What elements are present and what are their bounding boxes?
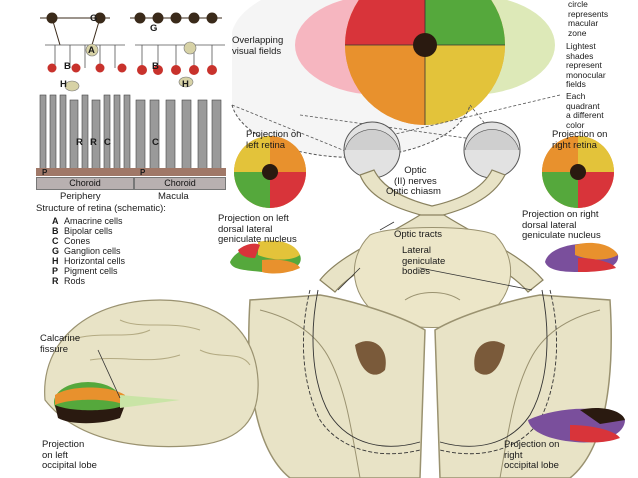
pigment-layer-left (36, 168, 134, 176)
retina-structure-title: Structure of retina (schematic): (36, 203, 166, 214)
retina-letter-h-left: H (60, 79, 67, 90)
bipolar-layer (45, 44, 225, 68)
right-occipital-projection (528, 408, 625, 443)
calcarine-fissure-label: Calcarine fissure (40, 333, 81, 355)
retina-letter-p-right: P (140, 168, 146, 177)
photoreceptors (39, 94, 222, 171)
optic-chiasm-label: Optic chiasm (386, 186, 441, 197)
optic-tracts-label: Optic tracts (394, 229, 443, 240)
retina-letter-r2: R (90, 137, 97, 148)
retina-letter-g-right: G (150, 23, 158, 34)
lateral-geniculate-bodies-label: Lateral geniculate bodies (402, 245, 446, 277)
retina-letter-p-left: P (42, 168, 48, 177)
retina-letter-c-right: C (152, 137, 159, 148)
horizontal-cells (64, 76, 194, 92)
projection-left-lgn-label: Projection on left dorsal lateral genicu… (218, 213, 297, 245)
retina-schematic (36, 12, 226, 176)
quadrant-color-note: Each quadrant a different color (566, 91, 604, 130)
overlapping-visual-fields-label: Overlapping visual fields (232, 35, 284, 57)
projection-right-lgn-label: Projection on right dorsal lateral genic… (522, 209, 601, 241)
projection-right-occipital-label: Projection on right occipital lobe (504, 439, 560, 471)
lateral-brain-view (44, 299, 259, 448)
lower-left-quadrant (345, 45, 425, 125)
retina-letter-g-left: G (90, 13, 98, 24)
pigment-layer-right (134, 168, 226, 176)
macular-circle-note: circle represents macular zone (568, 0, 609, 38)
right-retina-projection (542, 136, 614, 208)
macula-label: Macula (158, 191, 189, 202)
retina-letter-b-right: B (152, 61, 159, 72)
retina-letter-c-left: C (104, 137, 111, 148)
retina-letter-a: A (88, 45, 95, 56)
macular-zone (413, 33, 437, 57)
left-hemisphere (248, 294, 426, 478)
visual-field-diagram (231, 0, 555, 158)
lightest-shades-note: Lightest shades represent monocular fiel… (566, 41, 606, 89)
right-eye (463, 121, 521, 179)
upper-left-quadrant (345, 0, 425, 45)
choroid-box-left: Choroid (36, 177, 134, 190)
optic-nerves-label: Optic (II) nerves (394, 165, 437, 187)
projection-left-retina-label: Projection on left retina (246, 129, 302, 151)
optic-radiations (302, 289, 558, 455)
left-eye (343, 121, 401, 179)
choroid-box-right: Choroid (134, 177, 226, 190)
ganglion-cell-layer (40, 12, 222, 46)
pointer-lines (97, 221, 533, 399)
retina-letter-r1: R (76, 137, 83, 148)
bipolar-cells (47, 63, 217, 75)
periphery-label: Periphery (60, 191, 101, 202)
projection-left-occipital-label: Projection on left occipital lobe (42, 439, 97, 471)
lower-right-quadrant (425, 45, 505, 125)
retina-letter-h-right: H (182, 79, 189, 90)
left-lgn-projection (230, 240, 301, 274)
right-lgn-projection (545, 242, 619, 272)
retina-letter-b-left: B (64, 61, 71, 72)
upper-right-quadrant (425, 0, 505, 45)
projection-right-retina-label: Projection on right retina (552, 129, 608, 151)
left-retina-projection (234, 136, 306, 208)
